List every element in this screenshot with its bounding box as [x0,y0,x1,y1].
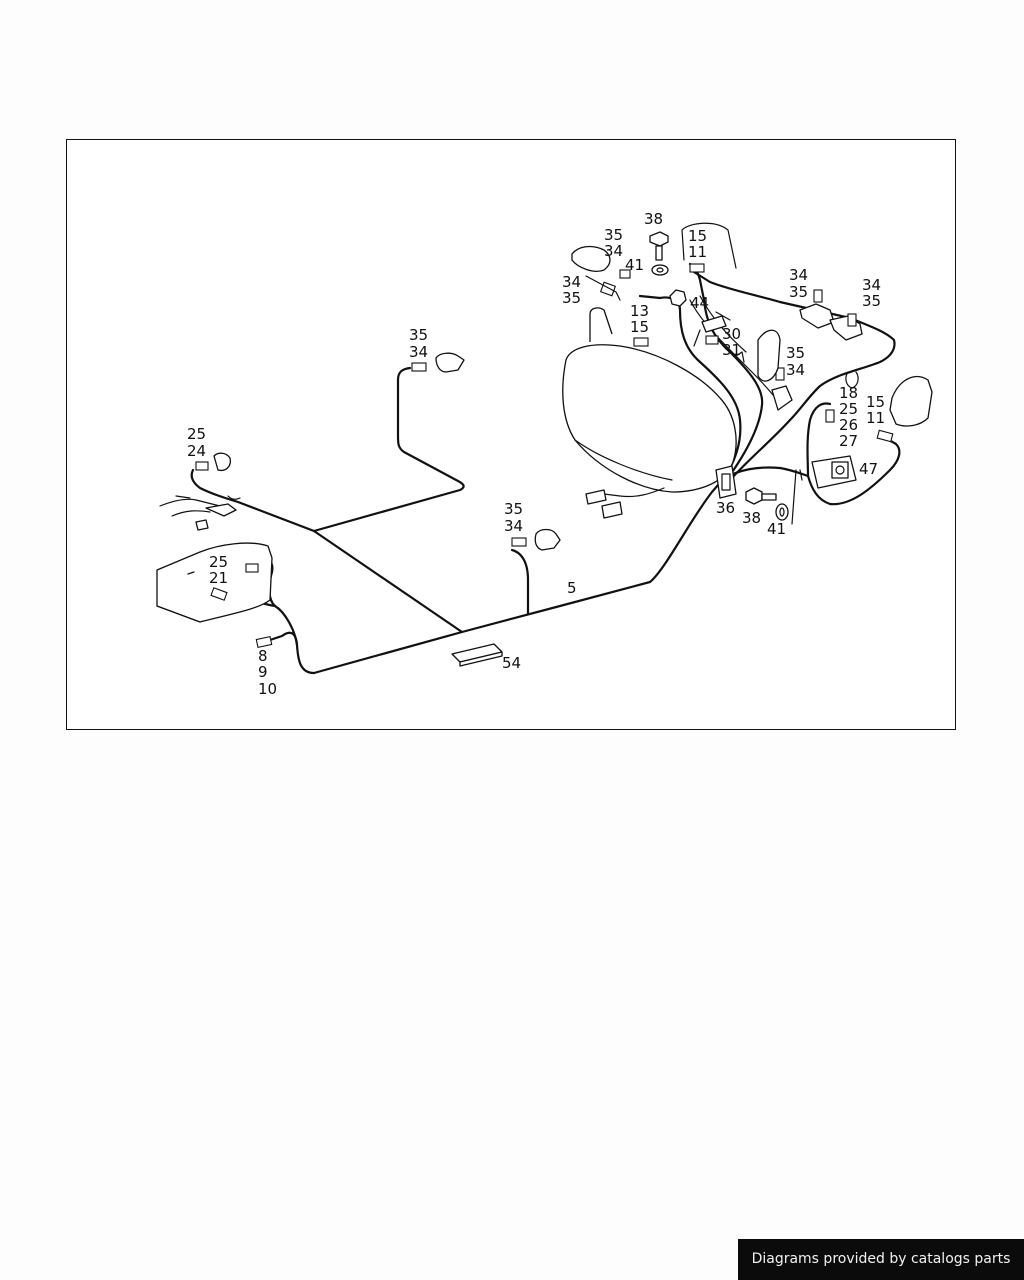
callout-35-c: 35 [789,283,808,301]
callout-35-g: 35 [504,500,523,518]
top-components [571,222,933,427]
callout-5: 5 [567,579,577,597]
callout-25-a: 25 [839,400,858,418]
callout-24: 24 [187,442,206,460]
callout-35-b: 35 [562,289,581,307]
callout-labels: 38 35 34 41 15 11 34 35 44 13 15 30 31 3… [187,210,885,698]
callout-35-a: 35 [604,226,623,244]
callout-34-d: 34 [862,276,881,294]
callout-54: 54 [502,654,521,672]
right-components [715,455,857,525]
callout-34-c: 34 [789,266,808,284]
callout-25-c: 25 [209,553,228,571]
callout-27: 27 [839,432,858,450]
callout-26: 26 [839,416,858,434]
callout-9: 9 [258,663,268,681]
callout-41-a: 41 [625,256,644,274]
sticker-54 [451,643,503,667]
callout-44: 44 [690,294,709,312]
harness-wires [190,262,901,675]
callout-41-b: 41 [767,520,786,538]
callout-10: 10 [258,680,277,698]
fuel-tank [562,307,737,519]
left-connector-cluster [159,452,241,531]
callout-34-e: 34 [786,361,805,379]
callout-31: 31 [722,341,741,359]
callout-15-c: 15 [866,393,885,411]
callout-18: 18 [839,384,858,402]
callout-35-d: 35 [862,292,881,310]
callout-34-b: 34 [562,273,581,291]
callout-47: 47 [859,460,878,478]
left-body-panel [156,542,273,623]
callout-15-b: 15 [630,318,649,336]
callout-38-top: 38 [644,210,663,228]
callout-25-b: 25 [187,425,206,443]
callout-11-a: 11 [688,243,707,261]
callout-13: 13 [630,302,649,320]
callout-34-g: 34 [504,517,523,535]
callout-21: 21 [209,569,228,587]
callout-35-f: 35 [409,326,428,344]
callout-35-e: 35 [786,344,805,362]
callout-8: 8 [258,647,268,665]
callout-34-f: 34 [409,343,428,361]
callout-38-b: 38 [742,509,761,527]
connector-tags [210,263,894,649]
callout-34-a: 34 [604,242,623,260]
footer-credit: Diagrams provided by catalogs parts [738,1239,1024,1280]
callout-36: 36 [716,499,735,517]
callout-15-a: 15 [688,227,707,245]
callout-30: 30 [722,325,741,343]
callout-11-b: 11 [866,409,885,427]
